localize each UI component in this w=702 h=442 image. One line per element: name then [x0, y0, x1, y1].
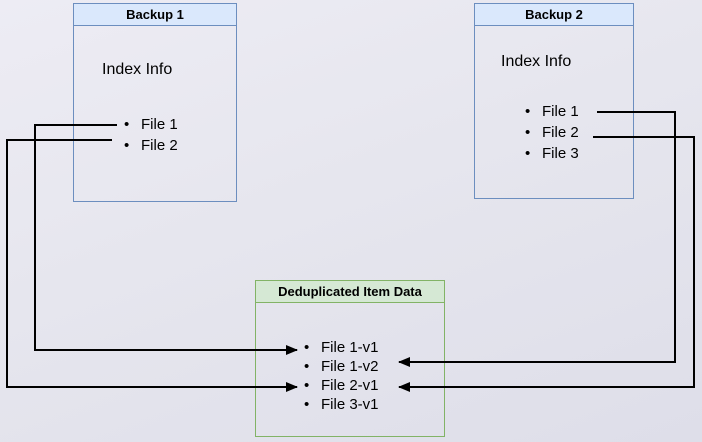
backup1-title: Backup 1: [74, 4, 236, 26]
backup2-file-list: File 1File 2File 3: [525, 101, 579, 164]
deduplicated-item-data-node: Deduplicated Item Data File 1-v1File 1-v…: [255, 280, 445, 437]
backup1-body: Index Info File 1File 2: [74, 26, 236, 201]
list-item: File 2: [124, 135, 178, 156]
list-item: File 2: [525, 122, 579, 143]
backup1-node: Backup 1 Index Info File 1File 2: [73, 3, 237, 202]
backup1-file-list: File 1File 2: [124, 114, 178, 156]
dedup-body: File 1-v1File 1-v2File 2-v1File 3-v1: [256, 303, 444, 436]
list-item: File 3-v1: [304, 395, 379, 414]
list-item: File 1: [525, 101, 579, 122]
backup2-index-info-label: Index Info: [501, 53, 572, 70]
list-item: File 2-v1: [304, 376, 379, 395]
list-item: File 1-v1: [304, 338, 379, 357]
list-item: File 3: [525, 143, 579, 164]
backup2-body: Index Info File 1File 2File 3: [475, 26, 633, 198]
list-item: File 1-v2: [304, 357, 379, 376]
dedup-item-list: File 1-v1File 1-v2File 2-v1File 3-v1: [304, 338, 379, 414]
dedup-title: Deduplicated Item Data: [256, 281, 444, 303]
list-item: File 1: [124, 114, 178, 135]
backup2-title: Backup 2: [475, 4, 633, 26]
backup1-index-info-label: Index Info: [102, 61, 173, 78]
backup2-node: Backup 2 Index Info File 1File 2File 3: [474, 3, 634, 199]
